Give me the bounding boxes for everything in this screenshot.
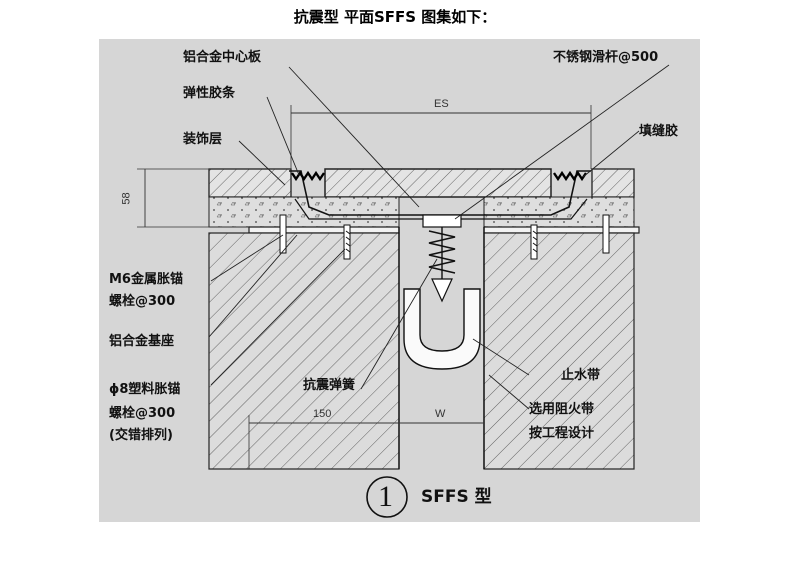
detail-number: 1 (378, 480, 393, 513)
elastic-strip-right (553, 170, 587, 182)
label-m6-anchor: M6金属胀锚 (109, 272, 183, 287)
slide-bar-head (422, 214, 462, 228)
page-title: 抗震型 平面SFFS 图集如下： (293, 8, 497, 26)
elastic-strip-left (291, 170, 325, 182)
drawing-sheet: 铝合金中心板 弹性胶条 装饰层 M6金属胀锚 螺栓@300 铝合金基座 ϕ8塑料… (99, 39, 700, 522)
m6-anchor-right (602, 214, 610, 254)
section-drawing (99, 39, 700, 522)
label-by-design: 按工程设计 (529, 426, 595, 441)
label-waterstop: 止水带 (561, 368, 601, 383)
slab-left (208, 232, 400, 470)
detail-number-circle (366, 476, 408, 518)
label-center-plate: 铝合金中心板 (183, 50, 262, 65)
label-plastic-anchor: ϕ8塑料胀锚 (109, 382, 181, 397)
m6-anchor-left (279, 214, 287, 254)
center-plate (324, 168, 552, 198)
dim-left-width: 150 (313, 408, 332, 420)
label-fire-band: 选用阻火带 (529, 402, 595, 417)
waterstop (403, 288, 481, 370)
finish-layer-left (208, 168, 292, 198)
label-m6-anchor-spacing: 螺栓@300 (109, 294, 176, 309)
finish-layer-right (591, 168, 635, 198)
dim-depth: 58 (120, 192, 133, 205)
label-elastic-strip: 弹性胶条 (183, 86, 236, 101)
label-spring: 抗震弹簧 (303, 378, 356, 393)
dim-es: ES (434, 98, 449, 110)
base-right (483, 226, 640, 234)
label-plastic-anchor-spacing: 螺栓@300 (109, 406, 176, 421)
base-left (248, 226, 400, 234)
label-staggered: (交错排列) (109, 428, 173, 443)
label-finish-layer: 装饰层 (183, 132, 223, 147)
type-label: SFFS 型 (421, 487, 492, 507)
label-slide-bar: 不锈钢滑杆@500 (553, 50, 659, 65)
dim-w: W (435, 408, 446, 420)
slab-right (483, 232, 635, 470)
label-base: 铝合金基座 (109, 334, 175, 349)
label-filler: 填缝胶 (639, 124, 679, 139)
